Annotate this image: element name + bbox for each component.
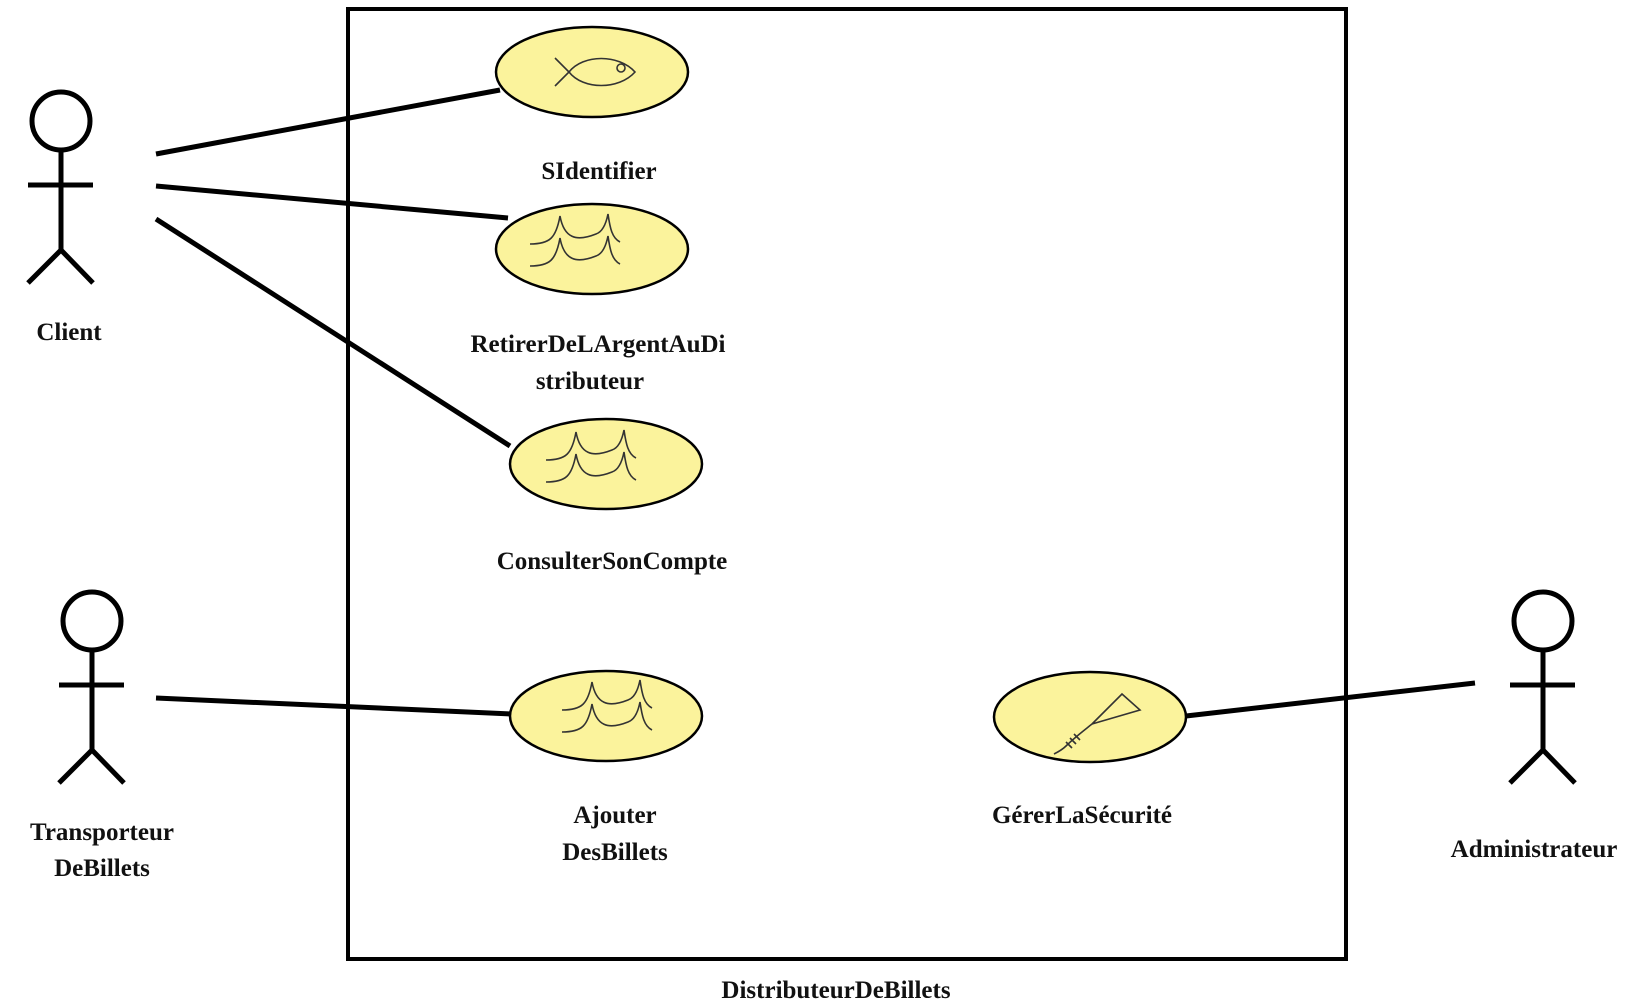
association-client-retirer (155, 183, 509, 221)
actor-transporteur-de-billets[interactable]: Transporteur DeBillets (30, 589, 174, 882)
use-case-ajouter-label-line2: DesBillets (562, 839, 668, 866)
actor-transporteur-label-line2: DeBillets (54, 855, 150, 882)
association-client-consulter (154, 216, 512, 449)
actor-client[interactable]: Client (26, 89, 102, 346)
use-case-retirer-label-line1: RetirerDeLArgentAuDi (470, 331, 725, 358)
use-case-consulter-label: ConsulterSonCompte (497, 548, 728, 575)
actor-client-leg-left (26, 248, 63, 285)
association-client-sidentifier (155, 87, 501, 157)
use-case-consulter[interactable]: ConsulterSonCompte (497, 417, 728, 575)
waves-icon (545, 429, 637, 483)
actor-client-head (29, 89, 93, 153)
actor-client-label: Client (36, 319, 102, 346)
use-case-retirer-label-line2: stributeur (536, 368, 644, 395)
waves-icon (561, 679, 653, 733)
system-name-label: DistributeurDeBillets (721, 977, 950, 1001)
system-boundary (346, 7, 1348, 961)
use-case-sidentifier[interactable]: SIdentifier (494, 25, 690, 185)
fish-icon (554, 57, 637, 87)
actor-administrateur-head (1511, 589, 1575, 653)
use-case-ajouter[interactable]: Ajouter DesBillets (508, 669, 704, 866)
use-case-retirer[interactable]: RetirerDeLArgentAuDi stributeur (470, 202, 726, 395)
use-case-retirer-ellipse (494, 202, 690, 296)
actor-transporteur-leg-right (90, 748, 126, 785)
use-case-gerer-label: GérerLaSécurité (992, 802, 1172, 829)
use-case-gerer-ellipse (992, 670, 1188, 764)
use-case-ajouter-label-line1: Ajouter (573, 802, 656, 829)
use-case-ajouter-ellipse (508, 669, 704, 763)
association-administrateur-gerer (1185, 680, 1476, 719)
actor-administrateur-leg-left (1508, 748, 1545, 785)
actor-transporteur-leg-left (57, 748, 94, 785)
actor-administrateur[interactable]: Administrateur (1451, 589, 1618, 863)
kite-icon (1053, 692, 1142, 755)
use-case-gerer-la-securite[interactable]: GérerLaSécurité (992, 670, 1188, 829)
waves-icon (529, 213, 621, 267)
use-case-sidentifier-ellipse (494, 25, 690, 119)
association-transporteur-ajouter (155, 695, 513, 717)
use-case-sidentifier-label: SIdentifier (541, 158, 656, 185)
actor-client-leg-right (59, 248, 95, 285)
actor-transporteur-head (60, 589, 124, 653)
actor-transporteur-label-line1: Transporteur (30, 819, 174, 846)
actor-administrateur-label: Administrateur (1451, 836, 1618, 863)
actor-administrateur-leg-right (1541, 748, 1577, 785)
use-case-consulter-ellipse (508, 417, 704, 511)
